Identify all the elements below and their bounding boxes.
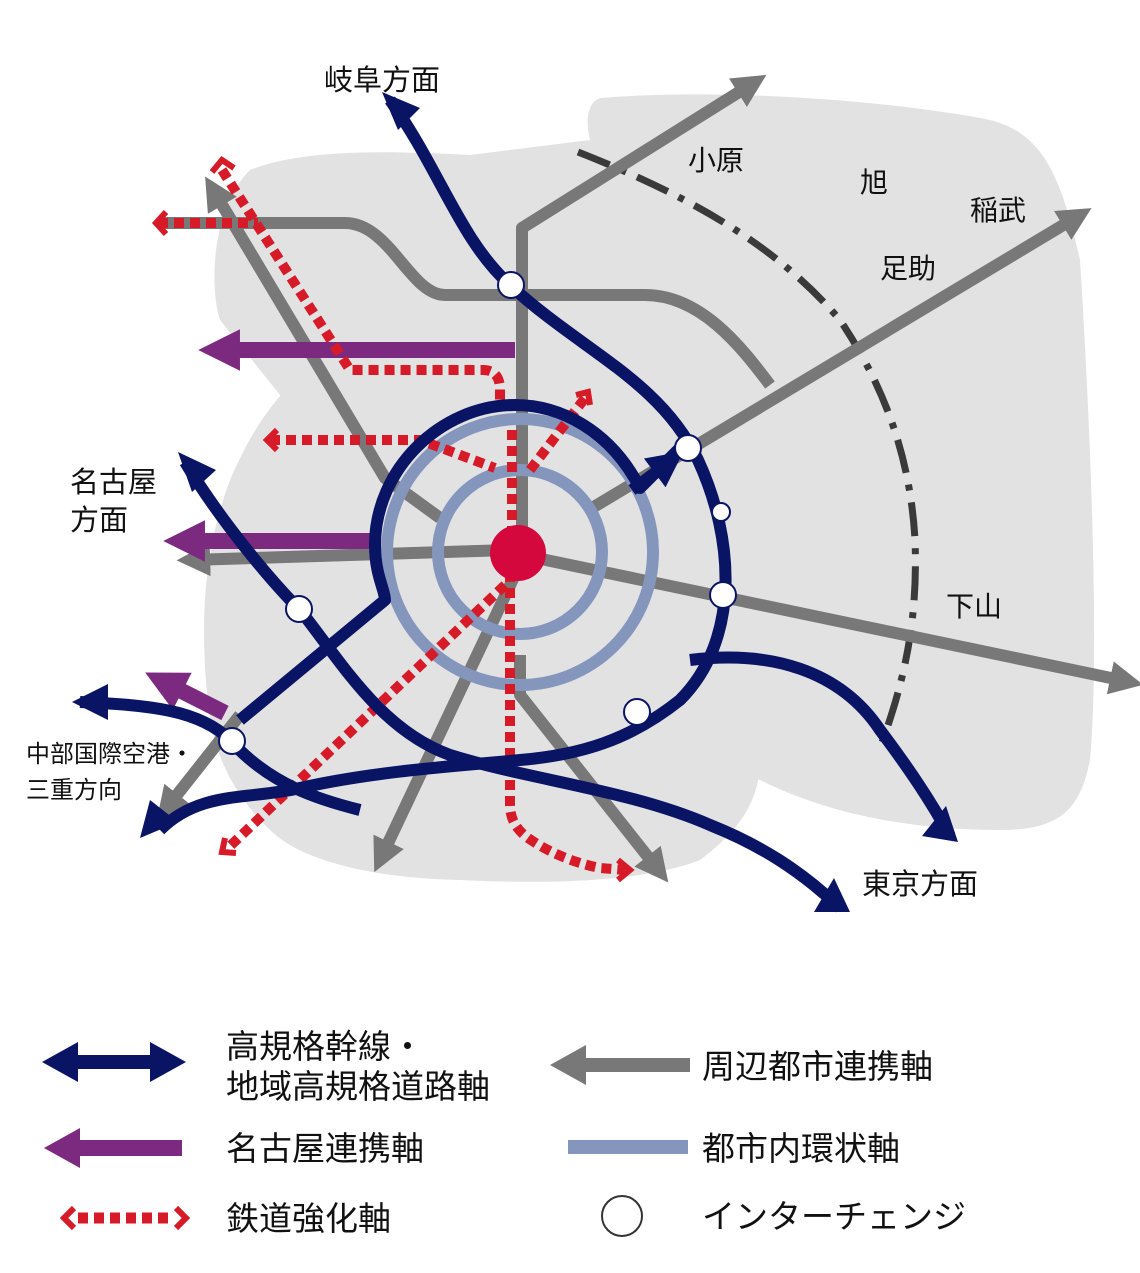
legend-item-ring: 都市内環状軸: [568, 1129, 900, 1168]
legend-item-interchange: インターチェンジ: [601, 1195, 966, 1237]
label-ohara: 小原: [688, 144, 744, 177]
label-shimoyama: 下山: [946, 590, 1002, 623]
railway-end-markers: [151, 156, 635, 883]
arrow-tokyo: [814, 878, 850, 912]
legend-swatch-railway-left-end: [59, 1205, 77, 1231]
urban-ring-axes: [381, 413, 659, 691]
legend-label-nagoya: 名古屋連携軸: [226, 1129, 424, 1168]
interchange-east: [709, 581, 737, 609]
label-tokyo-direction: 東京方面: [862, 867, 978, 901]
label-line: 三重方向: [26, 776, 122, 804]
arrow-nagoya: [178, 452, 216, 492]
label-line: 中部国際空港・: [26, 740, 194, 768]
label-nagoya-direction: 名古屋方面: [70, 465, 157, 537]
legend-item-regional: 周辺都市連携軸: [550, 1045, 933, 1086]
arrow-chubu-south: [140, 800, 178, 838]
legend-item-railway: 鉄道強化軸: [59, 1199, 391, 1238]
label-asuke: 足助: [880, 252, 936, 285]
railway-end-marker: [616, 857, 635, 883]
label-line: 方面: [70, 503, 128, 537]
legend-label-interchange: インターチェンジ: [702, 1197, 966, 1236]
legend-swatch-railway-right-end: [173, 1205, 191, 1231]
legend-swatch-highway-left-head: [42, 1042, 78, 1082]
urban-area: [204, 94, 1095, 882]
legend-swatch-highway-right-head: [150, 1042, 186, 1082]
regional-axis-northwest: [205, 176, 444, 523]
legend-item-nagoya: 名古屋連携軸: [44, 1128, 424, 1168]
highway-nagoya-tokyo: [179, 458, 845, 913]
interchange-southwest: [218, 727, 246, 755]
legend-swatch-regional-head: [550, 1045, 586, 1085]
highway-east-spur: [689, 651, 956, 839]
regional-axis-west: [176, 542, 511, 577]
highway-arrowheads: [72, 92, 958, 912]
label-line: 名古屋: [70, 465, 157, 499]
regional-axis-shimoyama: [520, 549, 1140, 695]
legend-swatch-nagoya-head: [44, 1128, 80, 1168]
interchange-north: [497, 271, 525, 299]
interchange-southeast: [623, 698, 651, 726]
regional-axis-southwest: [373, 557, 528, 873]
legend: 高規格幹線・地域高規格道路軸 周辺都市連携軸 名古屋連携軸 都市内環状軸 鉄道強…: [42, 1027, 966, 1238]
label-asahi: 旭: [860, 166, 888, 199]
label-line: 高規格幹線・: [226, 1027, 424, 1066]
railway-end-marker: [218, 837, 237, 856]
legend-item-highway: 高規格幹線・地域高規格道路軸: [42, 1027, 490, 1106]
interchange-west: [285, 595, 313, 623]
railway-end-marker: [575, 388, 593, 406]
highway-loop-arrow: [628, 451, 684, 495]
legend-label-railway: 鉄道強化軸: [226, 1199, 391, 1238]
label-chubu-direction: 中部国際空港・三重方向: [26, 740, 194, 804]
arrow-chubu-west: [72, 684, 108, 720]
regional-axis-north-loop: [160, 217, 775, 389]
regional-axis-ohara: [516, 74, 767, 550]
label-inabu: 稲武: [970, 194, 1026, 227]
nagoya-axes: [145, 329, 515, 721]
railway-end-marker: [209, 156, 236, 174]
regional-axis-south: [514, 655, 669, 883]
nagoya-axis-lower: [145, 672, 229, 721]
railway-axis-northwest: [217, 167, 505, 405]
label-gifu-direction: 岐阜方面: [324, 63, 440, 97]
label-line: 地域高規格道路軸: [226, 1067, 490, 1106]
interchanges: [218, 271, 737, 755]
railway-end-marker: [151, 209, 169, 237]
railway-axis-south: [505, 572, 626, 875]
railway-end-marker: [262, 427, 280, 453]
urban-ring-inner: [432, 464, 608, 640]
legend-label-highway: 高規格幹線・地域高規格道路軸: [226, 1027, 490, 1106]
interchange-northeast: [674, 434, 702, 462]
city-center: [490, 525, 546, 581]
arrow-east: [922, 806, 958, 842]
legend-label-regional: 周辺都市連携軸: [702, 1047, 933, 1086]
highway-loop: [236, 399, 685, 725]
legend-swatch-interchange: [601, 1195, 643, 1237]
interchange-east-upper: [711, 502, 731, 522]
urban-ring-outer: [381, 413, 659, 691]
arrow-gifu: [382, 92, 420, 130]
legend-label-ring: 都市内環状軸: [702, 1129, 900, 1168]
